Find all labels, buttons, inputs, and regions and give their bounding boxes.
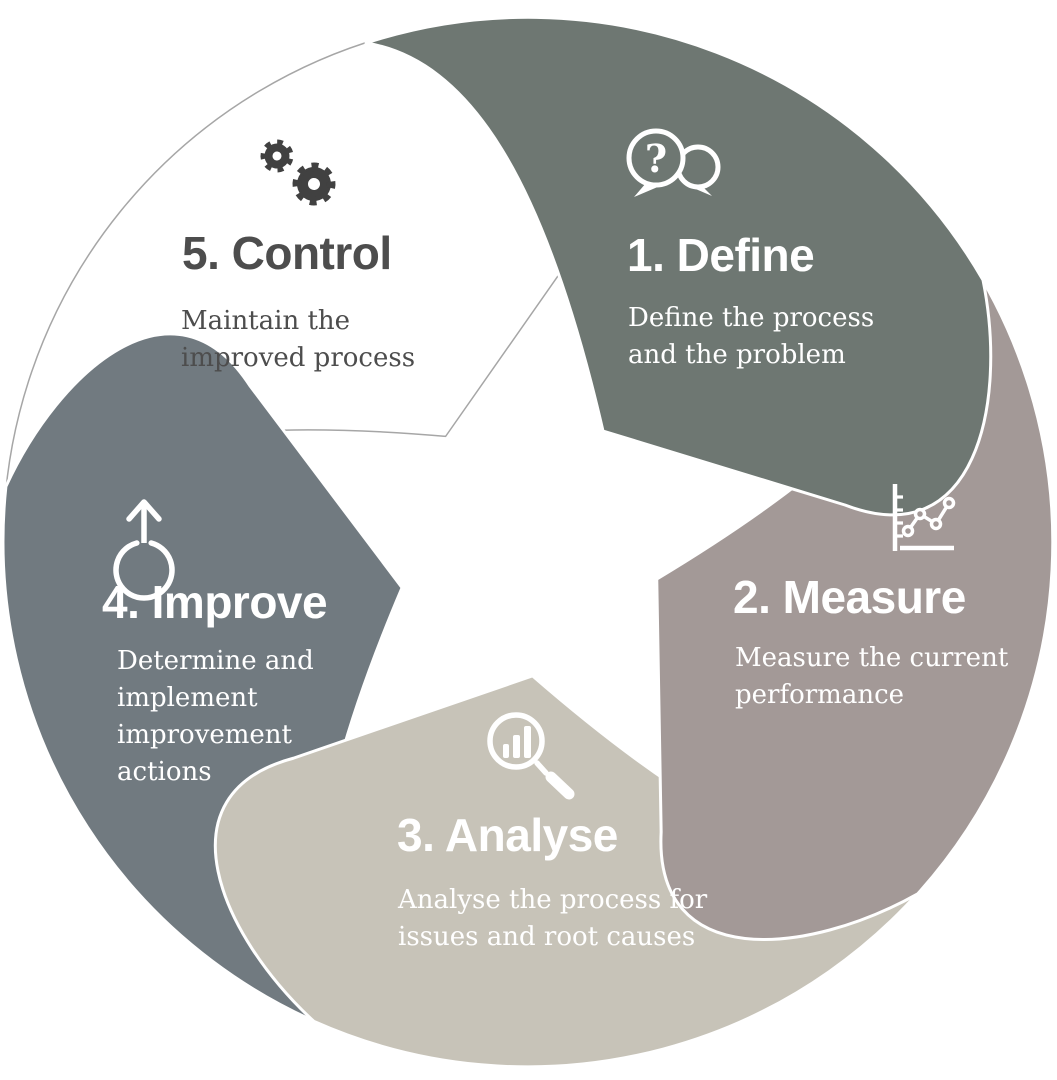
gears-icon <box>260 139 336 206</box>
analyse-title: 3. Analyse <box>397 809 618 861</box>
question-mark-glyph: ? <box>645 136 667 181</box>
line-chart-icon <box>892 484 956 551</box>
control-title: 5. Control <box>182 227 392 279</box>
blade-define <box>364 15 993 517</box>
measure-title: 2. Measure <box>733 571 966 623</box>
circle-up-arrow-icon <box>113 499 175 601</box>
define-title: 1. Define <box>627 229 815 281</box>
control-description: Maintain the improved process <box>181 306 416 373</box>
question-speech-bubbles-icon: ? <box>626 128 721 197</box>
measure-description: Measure the current performance <box>735 643 1009 710</box>
magnifier-bar-chart-icon <box>487 712 575 800</box>
analyse-description: Analyse the process for issues and root … <box>398 885 708 952</box>
improve-title: 4. Improve <box>102 576 328 628</box>
improve-description: Determine and implement improvement acti… <box>117 646 314 787</box>
define-description: Define the process and the problem <box>628 303 875 370</box>
